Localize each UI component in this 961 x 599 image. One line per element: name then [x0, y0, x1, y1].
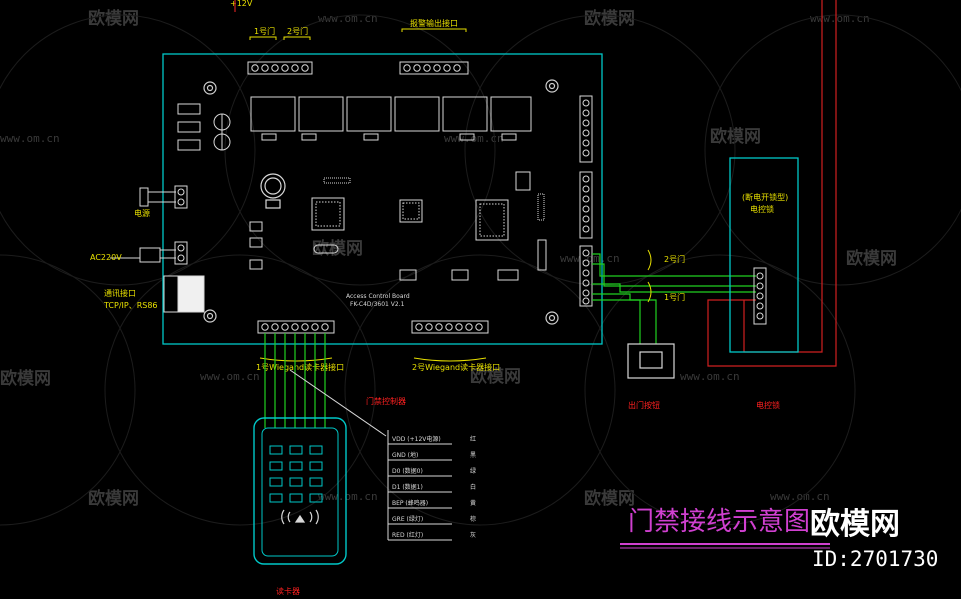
wire-color: 白 — [470, 483, 476, 491]
door1-top-label: 1号门 — [254, 26, 275, 36]
watermark-url: www.om.cn — [200, 370, 260, 383]
wire-color: 棕 — [470, 515, 476, 523]
watermark-circles — [0, 14, 961, 526]
lock-title-line1: (断电开锁型) — [742, 192, 788, 202]
wire-signal: GRE (绿灯) — [392, 515, 423, 523]
door2-top-label: 2号门 — [287, 26, 308, 36]
door2-right-label: 2号门 — [664, 254, 685, 264]
mounting-holes — [203, 79, 559, 325]
electric-lock — [729, 157, 799, 353]
watermark-text: 欧模网 — [470, 366, 521, 387]
wire-color: 绿 — [470, 467, 476, 475]
lock-title-line2: 电控锁 — [750, 204, 774, 214]
reader1-terminal-block — [257, 320, 335, 334]
lock-label: 电控锁 — [756, 400, 780, 410]
relay-row — [250, 96, 532, 141]
watermark-url: www.om.cn — [680, 370, 740, 383]
wire-signal: D1 (数据1) — [392, 483, 423, 491]
board-name-line1: Access Control Board — [346, 293, 410, 300]
rfid-icon — [281, 509, 319, 525]
wire-signal: GND (地) — [392, 451, 418, 459]
watermark-url: www.om.cn — [318, 490, 378, 503]
exit-button-label: 出门按钮 — [628, 400, 660, 410]
reader1-port-label: 1号Wiegand读卡器接口 — [256, 362, 344, 372]
brand-logo-text: 欧模网 — [810, 507, 900, 542]
card-reader — [253, 417, 347, 565]
wire-color: 红 — [470, 435, 476, 443]
wire-color: 灰 — [470, 531, 476, 539]
right-terminal-blocks — [579, 95, 593, 307]
reader2-terminal-block — [411, 320, 489, 334]
backup-battery — [260, 173, 286, 209]
exit-button — [627, 343, 675, 379]
comm-label-line1: 通讯接口 — [104, 288, 136, 298]
wire-color: 黑 — [470, 452, 476, 459]
power-terminal — [163, 185, 205, 313]
ic-chips — [249, 171, 547, 281]
wire-signal: RED (红灯) — [392, 531, 423, 539]
watermark-text: 欧模网 — [0, 368, 51, 389]
top-voltage-label: +12V — [230, 0, 253, 8]
brand-id: ID:2701730 — [812, 547, 938, 571]
callout-line — [289, 369, 387, 437]
comm-label-line2: TCP/IP、RS86 — [103, 301, 158, 310]
controller-board: 1号门 2号门 报警输出接口 — [162, 18, 603, 345]
power-connectors — [110, 187, 176, 263]
board-name-line2: FK-C4D/3601 V2.1 — [350, 301, 405, 308]
alarm-output-label: 报警输出接口 — [410, 18, 458, 28]
wire-legend-table: VDD (+12V电源) GND (地) D0 (数据0) D1 (数据1) B… — [387, 430, 476, 541]
wire-signal: D0 (数据0) — [392, 467, 423, 475]
legend-rows — [388, 443, 452, 541]
door1-right-label: 1号门 — [664, 292, 685, 302]
watermark-text: 欧模网 — [584, 488, 635, 509]
watermark-url: www.om.cn — [318, 12, 378, 25]
power-label: 电源 — [134, 208, 150, 218]
ac-input-label: AC220V — [90, 253, 122, 262]
watermark-text: 欧模网 — [88, 8, 139, 29]
wire-signal: BEP (蜂鸣器) — [392, 499, 428, 507]
watermark-url: www.om.cn — [0, 132, 60, 145]
reader2-port-label: 2号Wiegand读卡器接口 — [412, 362, 500, 372]
watermark-text: 欧模网 — [846, 248, 897, 269]
diagram-title: 门禁接线示意图 — [628, 507, 810, 537]
watermark-text: 欧模网 — [584, 8, 635, 29]
reader-wires — [264, 333, 326, 428]
watermark-url: www.om.cn — [560, 252, 620, 265]
watermark-layer: 欧模网 欧模网 欧模网 欧模网 欧模网 欧模网 欧模网 欧模网 欧模网 www.… — [0, 8, 961, 526]
reader-label: 读卡器 — [276, 586, 300, 596]
watermark-text: 欧模网 — [710, 126, 761, 147]
power-module — [177, 103, 231, 151]
alarm-terminal-block — [399, 61, 469, 75]
watermark-text: 欧模网 — [88, 488, 139, 509]
watermark-url: www.om.cn — [770, 490, 830, 503]
red-supply-lines — [234, 0, 837, 367]
wire-signal: VDD (+12V电源) — [392, 435, 441, 443]
wire-color: 黄 — [470, 499, 476, 507]
watermark-url: www.om.cn — [810, 12, 870, 25]
door-terminal-block — [247, 61, 313, 75]
watermark-tile: 欧模网 欧模网 欧模网 欧模网 欧模网 欧模网 欧模网 欧模网 欧模网 www.… — [0, 8, 897, 509]
controller-label: 门禁控制器 — [366, 396, 406, 406]
door-wires — [592, 253, 756, 344]
